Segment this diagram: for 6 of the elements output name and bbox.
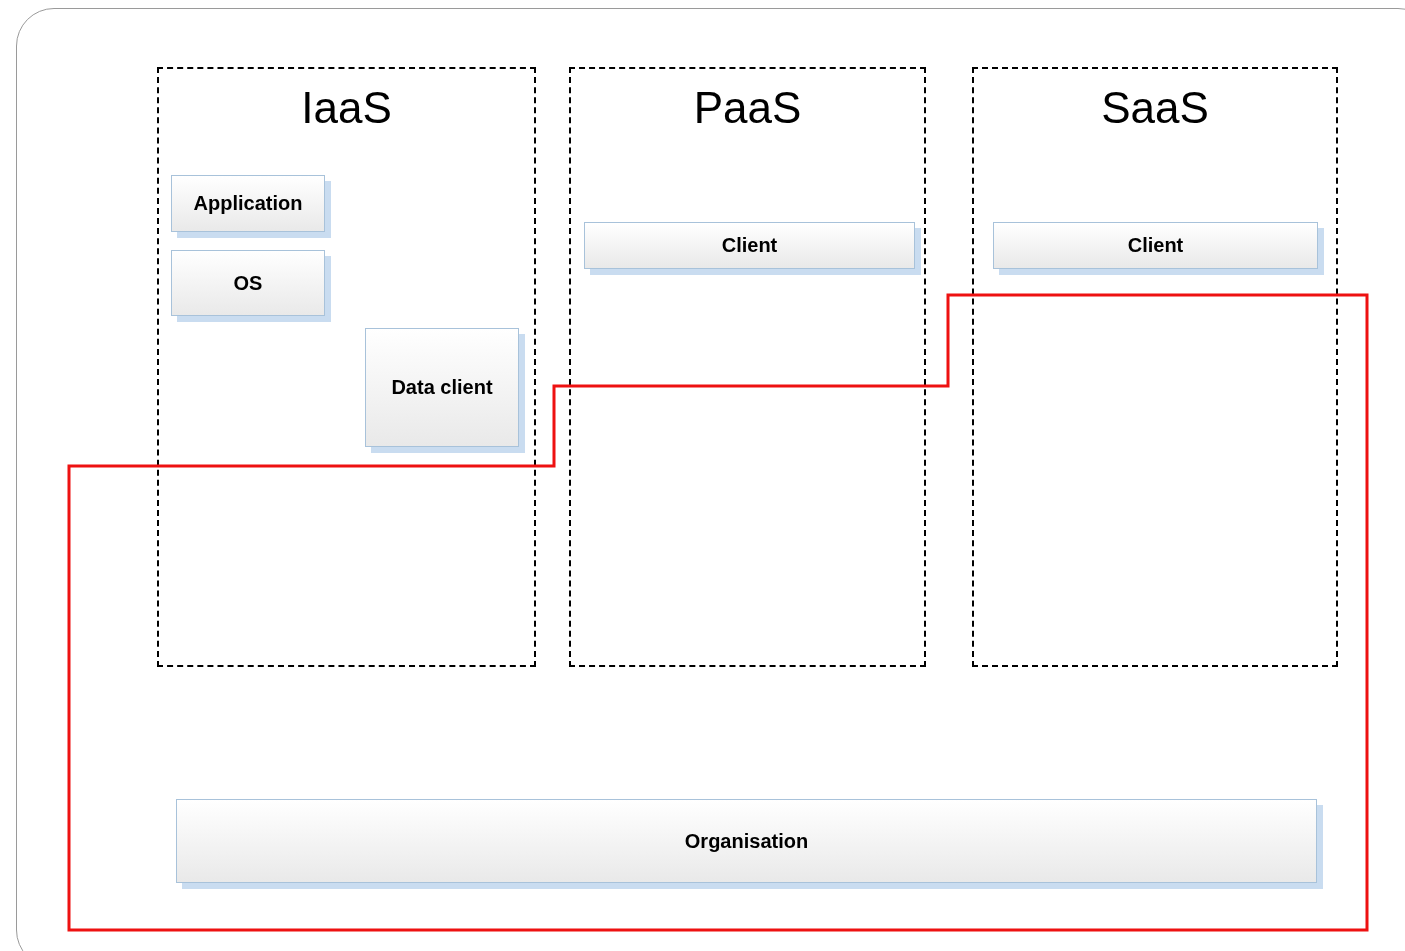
region-heading: IaaS — [300, 83, 393, 133]
dashed-region — [972, 67, 1338, 667]
dashed-region — [569, 67, 926, 667]
dashed-region — [157, 67, 536, 667]
region-heading: PaaS — [692, 83, 803, 133]
region-heading: SaaS — [1100, 83, 1210, 133]
